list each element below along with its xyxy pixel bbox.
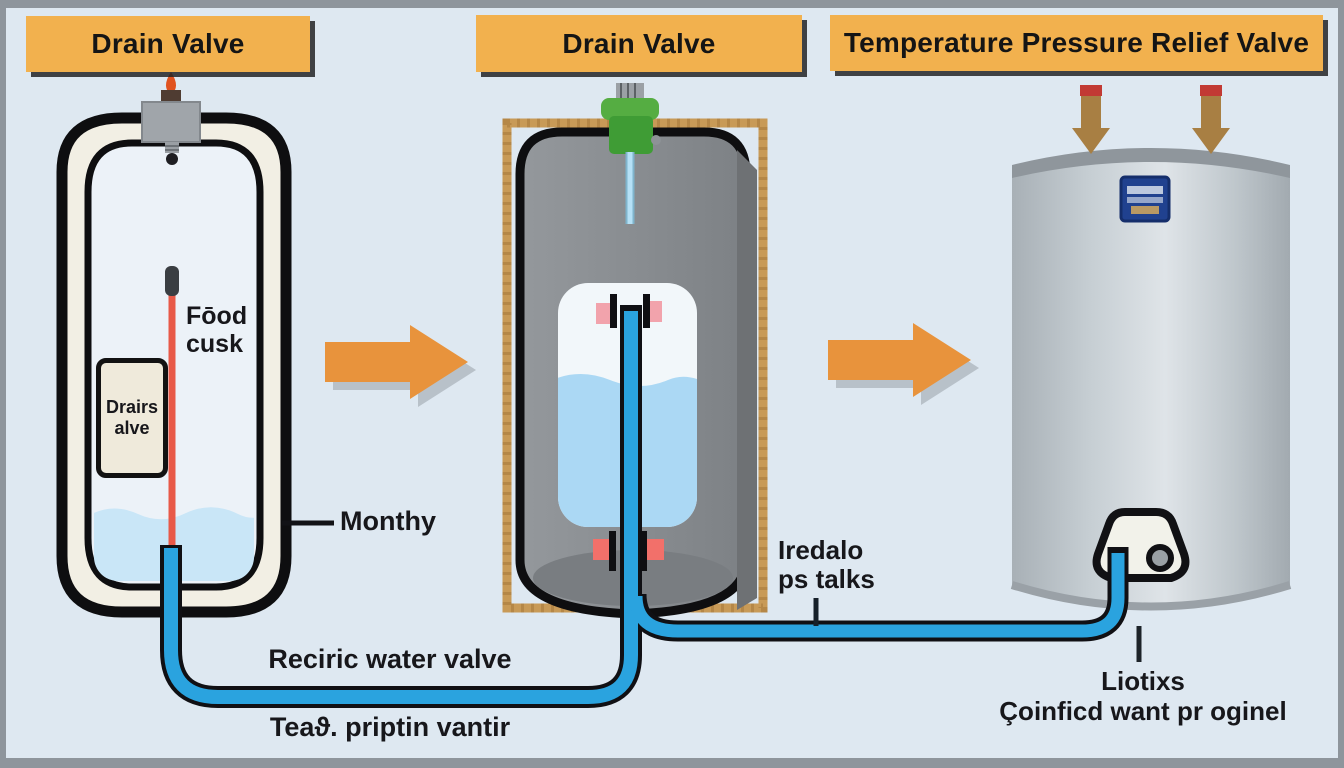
tank1-inner-note-line2: cuѕk [186,330,243,358]
tank1-inner-note: Fōod cuѕk [186,302,247,358]
tank2-cutaway-flap [737,150,757,610]
tank2-drain-valve-icon [601,83,661,224]
tank2-side-note-line1: Iredalo [778,535,864,565]
monthy-callout-label: Monthy [340,506,436,536]
tank1-valve-tag-line1: Drairs [105,397,159,417]
tank1-top-fixture [141,72,201,165]
tank3-note-line1: Liotixs [1101,666,1185,696]
tank2-side-note: Iredalo ps talks [778,536,875,594]
drain-pipe-right-water [629,553,1125,638]
pipe-label-top: Reciric water valve [268,644,512,674]
tank3-top-rim [1012,148,1290,178]
header-panel3-tpr-valve: Temperature Pressure Relief Valve [830,15,1323,71]
tank1-valve-tag: Drairs alve [96,358,168,478]
tank1-inner-note-line1: Fōod [186,302,248,330]
tank3-body [1010,148,1292,611]
pipe-label-bottom: Teaϑ. priptin vantir [269,712,511,742]
drain-pipe-left-water [164,311,638,704]
flame-icon [166,72,176,95]
down-arrow-icon [1192,85,1230,154]
orange-arrow-right-icon [828,323,979,405]
header-panel2-drain-valve: Drain Valve [476,15,802,72]
orange-arrow-right-icon [325,325,476,407]
tank3-label-logo [1119,175,1171,223]
tank3-note-line2: Çoinficd want pr oginel [999,696,1287,726]
header-panel1-drain-valve: Drain Valve [26,16,310,72]
tank1-valve-tag-line2: alve [114,418,150,438]
tank2-pipe-markers-bottom [593,531,664,571]
tank2-pipe-markers-top [596,294,662,328]
tank2-side-note-line2: ps talks [778,564,875,594]
down-arrow-icon [1072,85,1110,154]
